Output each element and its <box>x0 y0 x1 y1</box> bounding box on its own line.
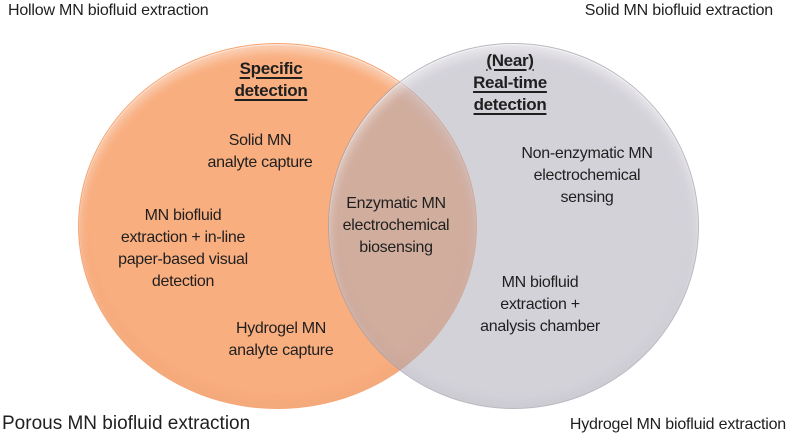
corner-label-hydrogel-mn: Hydrogel MN biofluid extraction <box>569 416 786 433</box>
right-circle-realtime-detection <box>328 43 699 409</box>
item-enzymatic-mn-biosensing: Enzymatic MN electrochemical biosensing <box>342 195 450 256</box>
left-circle-title: Specific detection <box>234 59 308 100</box>
item-hydrogel-mn-analyte-capture: Hydrogel MN analyte capture <box>228 320 334 359</box>
corner-label-porous-mn: Porous MN biofluid extraction <box>2 413 251 434</box>
corner-label-solid-mn: Solid MN biofluid extraction <box>584 2 773 19</box>
item-solid-mn-analyte-capture: Solid MN analyte capture <box>207 132 313 171</box>
item-analysis-chamber: MN biofluid extraction + analysis chambe… <box>480 274 600 335</box>
item-non-enzymatic-sensing: Non-enzymatic MN electrochemical sensing <box>521 145 653 206</box>
right-circle-title: (Near) Real-time detection <box>473 51 547 114</box>
corner-label-hollow-mn: Hollow MN biofluid extraction <box>8 2 209 19</box>
item-inline-paper-visual-detection: MN biofluid extraction + in-line paper-b… <box>118 207 248 290</box>
